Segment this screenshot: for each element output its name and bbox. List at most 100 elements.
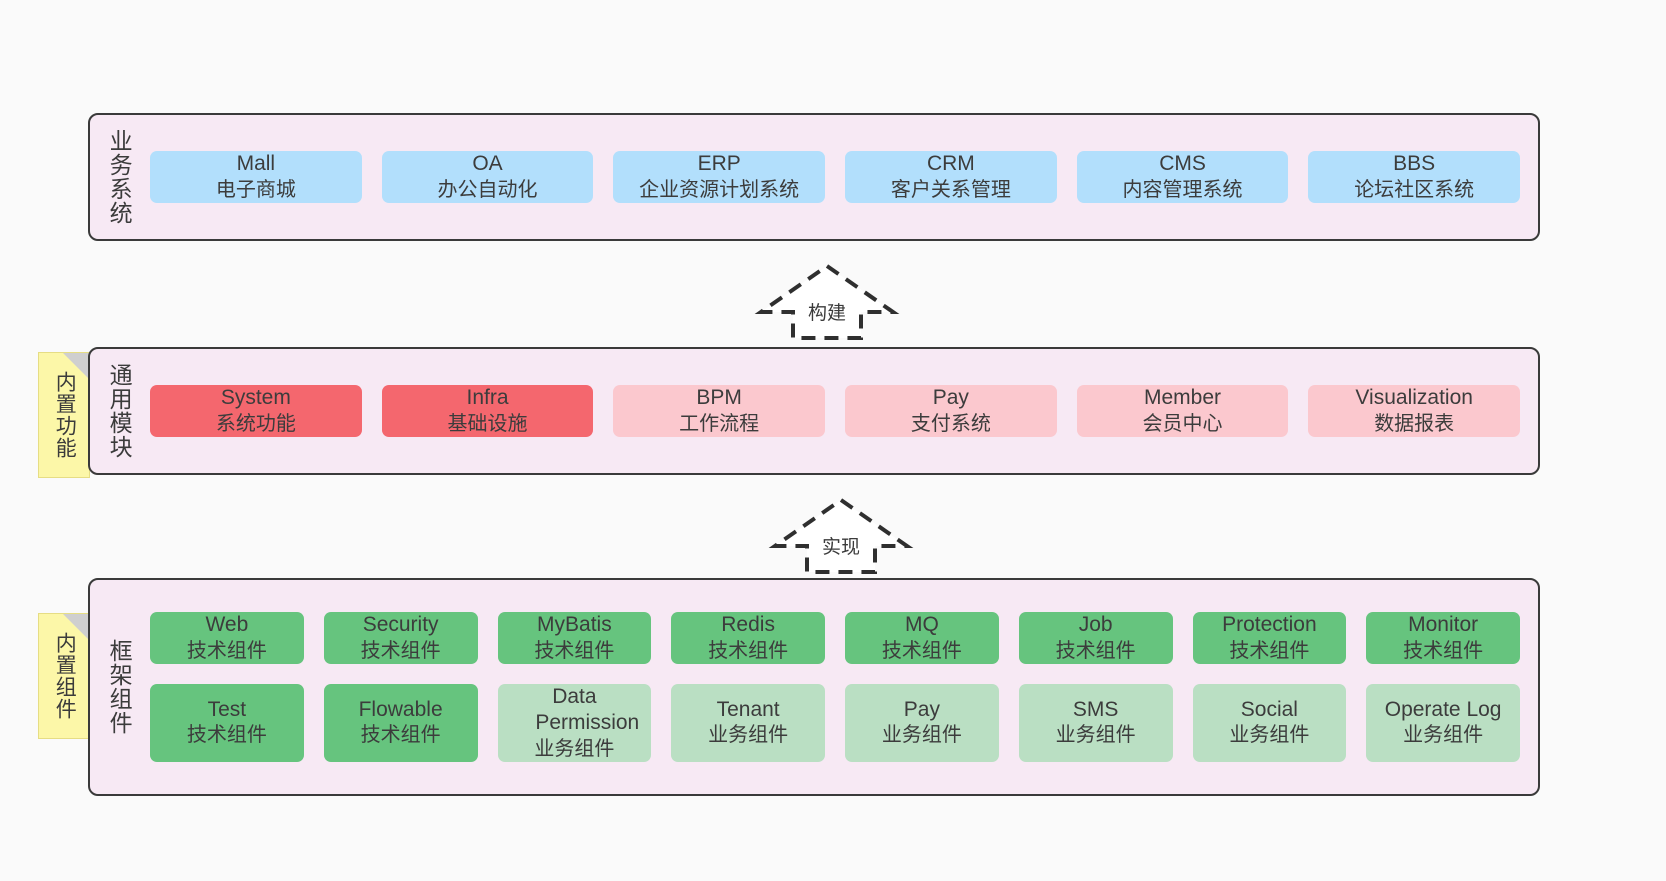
- card-title-cn: 数据报表: [1374, 412, 1455, 435]
- card-title-cn: 技术组件: [1055, 639, 1136, 662]
- card-title-en: MyBatis: [537, 613, 612, 637]
- card-title-en: Tenant: [716, 697, 780, 721]
- sticky-note-label: 内置组件: [53, 632, 77, 720]
- card-title-cn: 办公自动化: [437, 178, 538, 201]
- card-title-cn: 技术组件: [1229, 639, 1310, 662]
- card-row: Mall 电子商城 OA 办公自动化 ERP 企业资源计划系统 CRM 客户关系…: [150, 151, 1521, 203]
- layer-panel-common-modules: 通用模块 System 系统功能 Infra 基础设施 BPM 工作流程 Pay…: [88, 347, 1540, 475]
- card-title-cn: 业务组件: [1403, 724, 1484, 747]
- card-title-en: Member: [1144, 386, 1222, 410]
- card-title-cn: 技术组件: [881, 639, 962, 662]
- card-title-cn: 内容管理系统: [1122, 178, 1243, 201]
- card-infra[interactable]: Infra 基础设施: [381, 385, 594, 437]
- card-title-cn: 技术组件: [360, 639, 441, 662]
- card-title-cn: 工作流程: [679, 412, 760, 435]
- card-row: System 系统功能 Infra 基础设施 BPM 工作流程 Pay 支付系统…: [150, 385, 1521, 437]
- card-title-cn: 业务组件: [1055, 724, 1136, 747]
- card-title-cn: 技术组件: [1403, 639, 1484, 662]
- arrow-implement: 实现: [768, 496, 914, 574]
- sticky-note-builtin-features: 内置功能: [38, 352, 90, 478]
- card-title-cn: 技术组件: [708, 639, 789, 662]
- card-row: Test 技术组件 Flowable 技术组件 Data Permission …: [150, 683, 1520, 762]
- cards-area-framework-components: Web 技术组件 Security 技术组件 MyBatis 技术组件 Redi…: [140, 580, 1538, 794]
- sticky-note-label: 内置功能: [53, 371, 77, 459]
- card-security[interactable]: Security 技术组件: [323, 612, 478, 664]
- layer-title-framework-components: 框架组件: [106, 639, 133, 735]
- card-title-en: CMS: [1159, 152, 1206, 176]
- card-member[interactable]: Member 会员中心: [1076, 385, 1289, 437]
- card-title-en: Mall: [236, 152, 276, 176]
- card-title-en: BPM: [696, 386, 742, 410]
- cards-area-common-modules: System 系统功能 Infra 基础设施 BPM 工作流程 Pay 支付系统…: [140, 349, 1538, 473]
- card-title-en: MQ: [904, 613, 939, 637]
- card-title-cn: 业务组件: [881, 724, 962, 747]
- card-title-en: Flowable: [358, 697, 443, 721]
- layer-panel-business-systems: 业务系统 Mall 电子商城 OA 办公自动化 ERP 企业资源计划系统 CRM…: [88, 113, 1540, 241]
- card-title-en: System: [220, 386, 291, 410]
- card-protection[interactable]: Protection 技术组件: [1192, 612, 1347, 664]
- card-row: Web 技术组件 Security 技术组件 MyBatis 技术组件 Redi…: [150, 612, 1520, 664]
- card-title-cn: 技术组件: [534, 639, 615, 662]
- card-mall[interactable]: Mall 电子商城: [150, 151, 362, 203]
- arrow-build: 构建: [754, 262, 900, 340]
- card-oa[interactable]: OA 办公自动化: [381, 151, 594, 203]
- card-bpm[interactable]: BPM 工作流程: [613, 385, 826, 437]
- card-title-en: Pay: [932, 386, 969, 410]
- card-mybatis[interactable]: MyBatis 技术组件: [497, 612, 652, 664]
- card-title-cn: 论坛社区系统: [1354, 178, 1475, 201]
- card-title-en: Web: [205, 613, 249, 637]
- card-sms[interactable]: SMS 业务组件: [1018, 683, 1173, 762]
- card-title-en: CRM: [926, 152, 975, 176]
- card-job[interactable]: Job 技术组件: [1018, 612, 1173, 664]
- card-visualization[interactable]: Visualization 数据报表: [1308, 385, 1521, 437]
- card-erp[interactable]: ERP 企业资源计划系统: [613, 151, 826, 203]
- card-mq[interactable]: MQ 技术组件: [845, 612, 999, 664]
- card-flowable[interactable]: Flowable 技术组件: [323, 683, 478, 762]
- card-title-en: OA: [472, 152, 503, 176]
- card-web[interactable]: Web 技术组件: [150, 612, 304, 664]
- card-pay[interactable]: Pay 支付系统: [845, 385, 1057, 437]
- cards-area-business-systems: Mall 电子商城 OA 办公自动化 ERP 企业资源计划系统 CRM 客户关系…: [140, 115, 1538, 239]
- card-title-en: SMS: [1072, 697, 1119, 721]
- card-redis[interactable]: Redis 技术组件: [671, 612, 825, 664]
- card-title-cn: 业务组件: [534, 737, 615, 760]
- card-bbs[interactable]: BBS 论坛社区系统: [1308, 151, 1521, 203]
- card-title-en: Operate Log: [1384, 697, 1502, 721]
- card-title-cn: 支付系统: [910, 412, 991, 435]
- card-operate-log[interactable]: Operate Log 业务组件: [1366, 683, 1520, 762]
- card-data-permission[interactable]: Data Permission 业务组件: [497, 683, 652, 762]
- layer-title-business-systems: 业务系统: [106, 129, 133, 225]
- card-title-en: Protection: [1222, 613, 1317, 637]
- card-title-cn: 技术组件: [186, 639, 267, 662]
- card-title-en: Social: [1240, 697, 1298, 721]
- card-title-en: Infra: [466, 386, 509, 410]
- layer-title-common-modules: 通用模块: [106, 363, 133, 459]
- card-title-en: Visualization: [1355, 386, 1473, 410]
- card-social[interactable]: Social 业务组件: [1192, 683, 1347, 762]
- card-monitor[interactable]: Monitor 技术组件: [1366, 612, 1520, 664]
- card-title-en: Test: [207, 697, 247, 721]
- card-title-en: Data Permission: [535, 684, 640, 735]
- card-title-cn: 电子商城: [215, 178, 296, 201]
- card-title-cn: 业务组件: [1229, 724, 1310, 747]
- card-system[interactable]: System 系统功能: [150, 385, 362, 437]
- card-title-en: BBS: [1393, 152, 1436, 176]
- layer-panel-framework-components: 框架组件 Web 技术组件 Security 技术组件 MyBatis 技术组件…: [88, 578, 1540, 796]
- card-title-cn: 技术组件: [186, 724, 267, 747]
- card-crm[interactable]: CRM 客户关系管理: [845, 151, 1057, 203]
- sticky-note-builtin-components: 内置组件: [38, 613, 90, 739]
- card-tenant[interactable]: Tenant 业务组件: [671, 683, 825, 762]
- card-title-cn: 系统功能: [215, 412, 296, 435]
- card-title-cn: 企业资源计划系统: [639, 178, 800, 201]
- card-title-cn: 技术组件: [360, 724, 441, 747]
- card-title-cn: 会员中心: [1142, 412, 1223, 435]
- card-title-en: Job: [1078, 613, 1113, 637]
- card-test[interactable]: Test 技术组件: [150, 683, 304, 762]
- card-title-en: ERP: [697, 152, 741, 176]
- card-title-en: Security: [362, 613, 439, 637]
- card-cms[interactable]: CMS 内容管理系统: [1076, 151, 1289, 203]
- card-pay-business[interactable]: Pay 业务组件: [845, 683, 999, 762]
- card-title-cn: 基础设施: [447, 412, 528, 435]
- card-title-en: Redis: [721, 613, 775, 637]
